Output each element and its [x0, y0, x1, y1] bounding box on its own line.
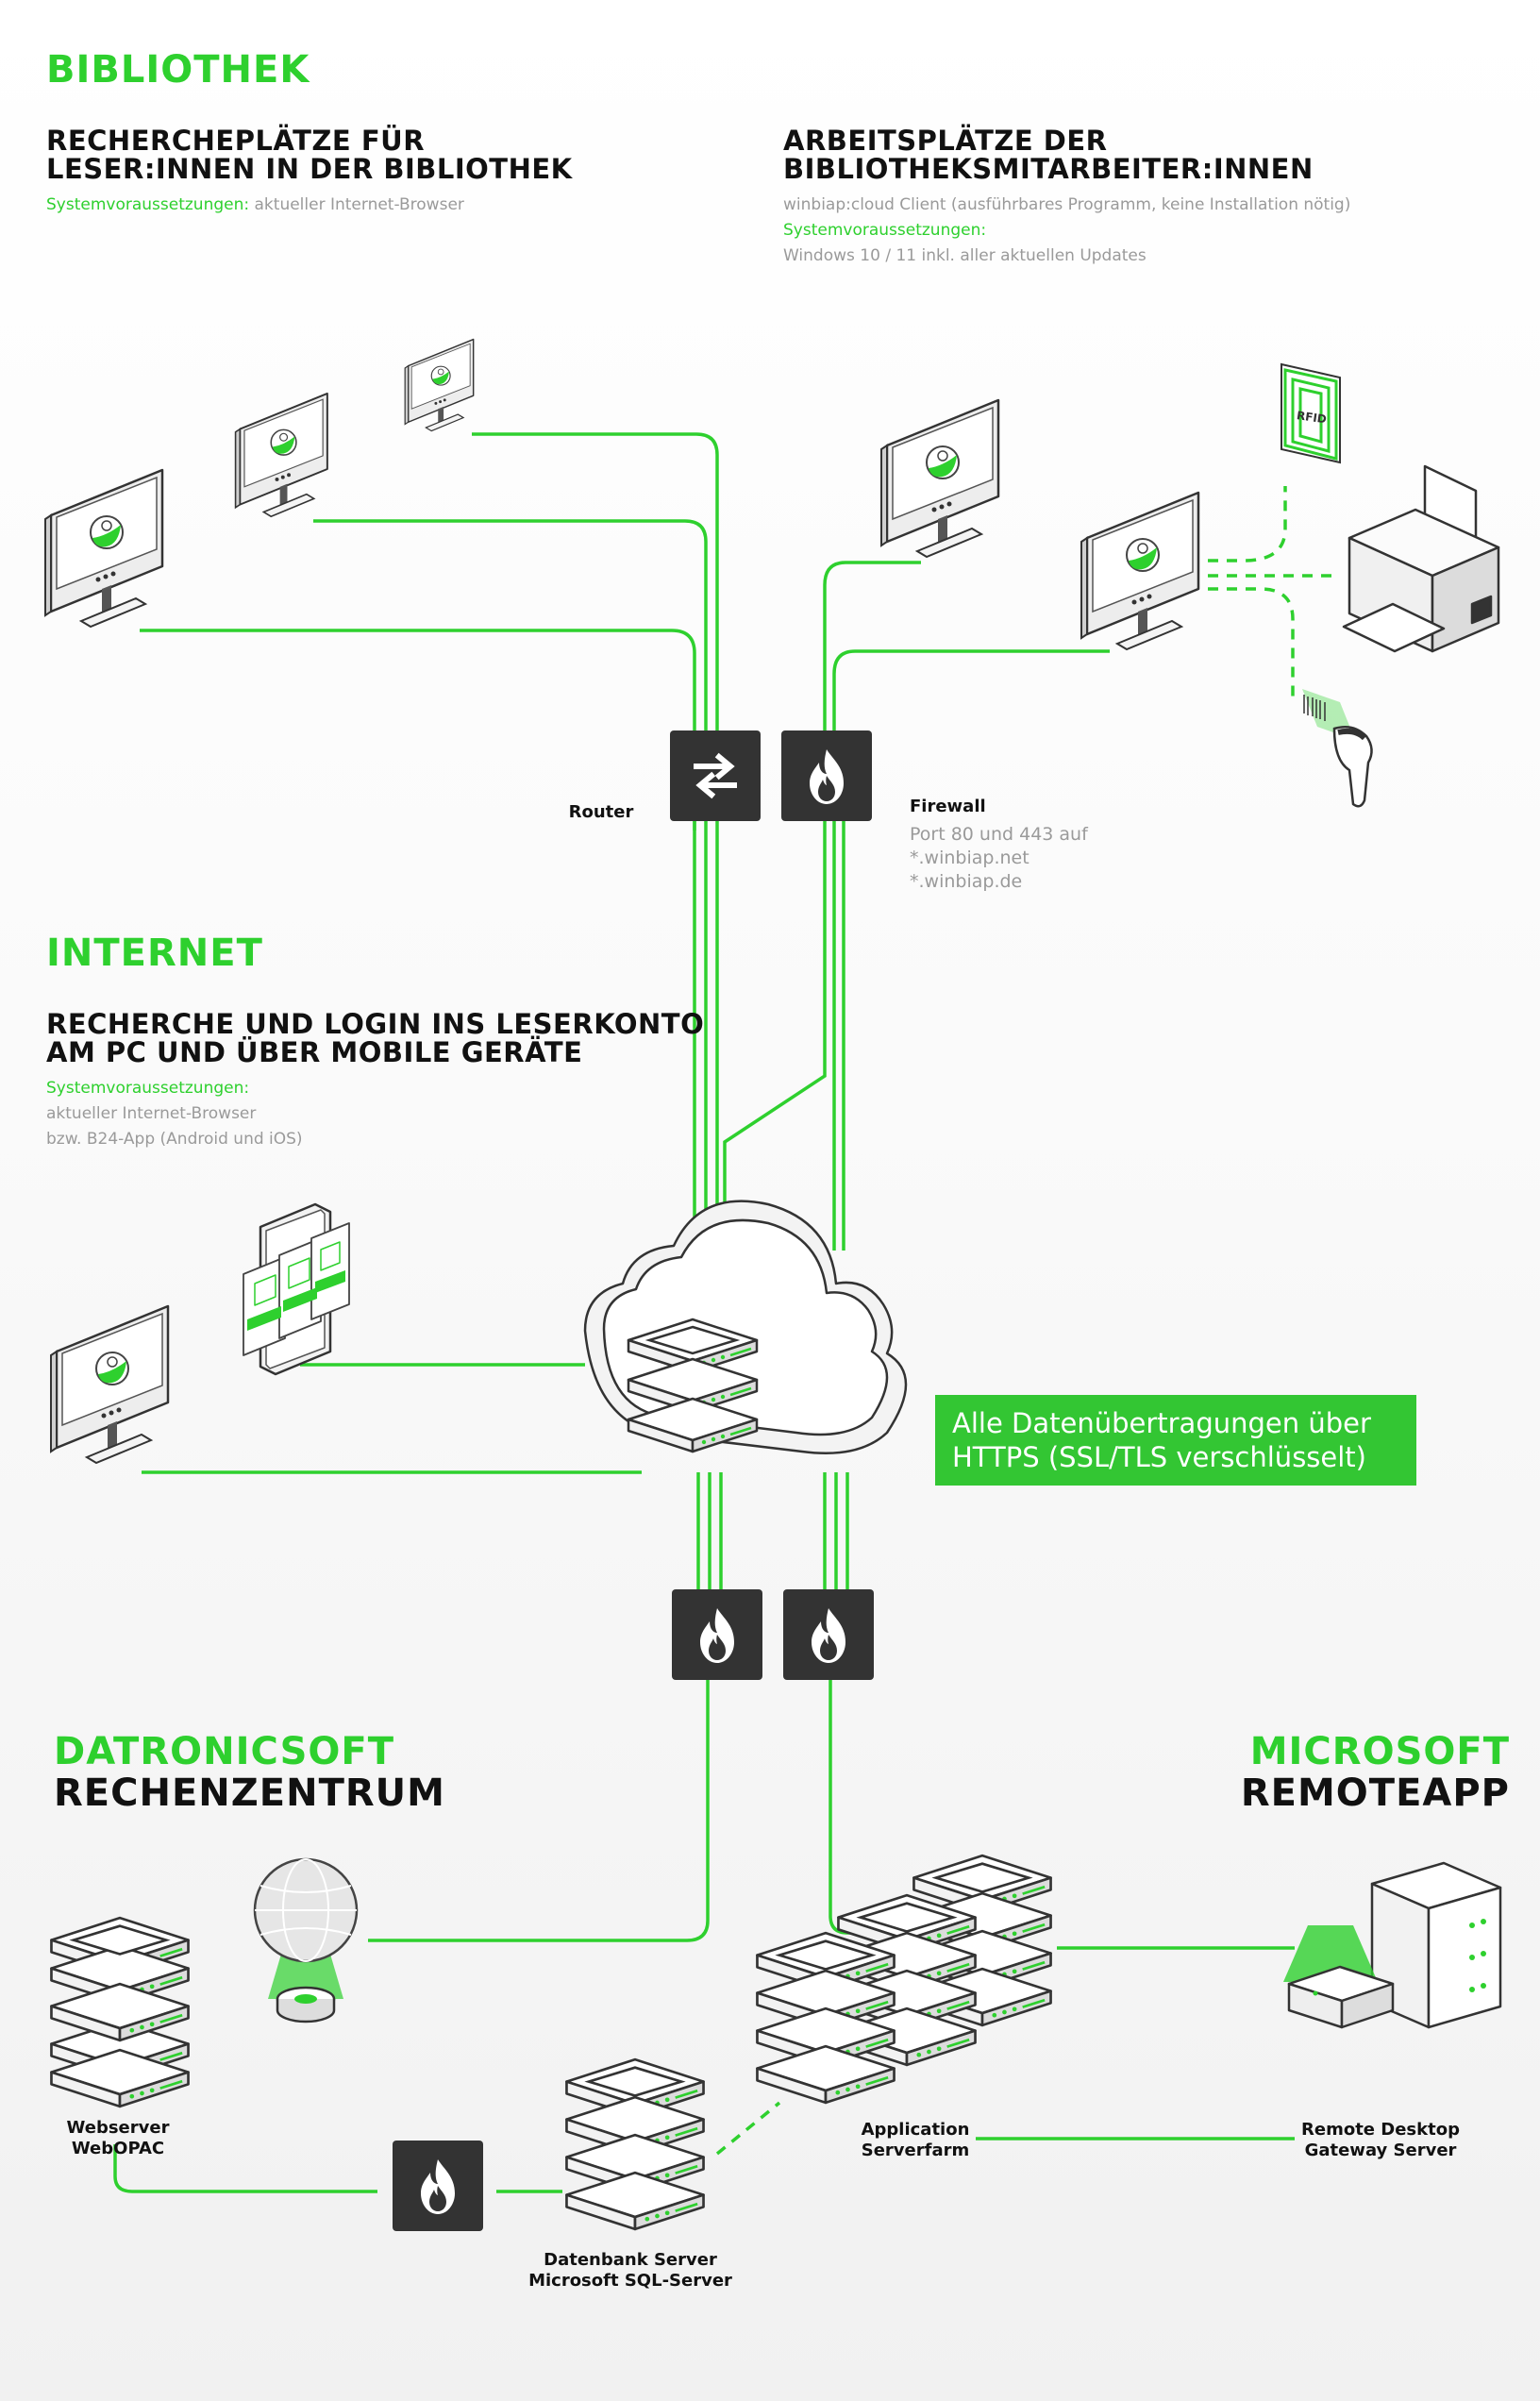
remoteapp-title-line1: MICROSOFT — [1249, 1730, 1510, 1773]
rfid-tag-icon — [1281, 362, 1341, 464]
internet-heading-line1: RECHERCHE UND LOGIN INS LESERKONTO — [46, 1008, 705, 1040]
remoteapp-title-line2: REMOTEAPP — [1240, 1771, 1510, 1815]
router-label: Router — [568, 802, 634, 822]
library-staff-heading: ARBEITSPLÄTZE DER BIBLIOTHEKSMITARBEITER… — [783, 126, 1500, 183]
internet-heading-line2: AM PC UND ÜBER MOBILE GERÄTE — [46, 1036, 583, 1068]
firewall-icon-library — [781, 730, 872, 821]
smartphone-icon — [243, 1202, 350, 1376]
library-monitor-large — [43, 468, 164, 629]
library-public-requirements: Systemvoraussetzungen: aktueller Interne… — [46, 193, 707, 218]
datacenter-title-line2: RECHENZENTRUM — [54, 1771, 445, 1815]
datacenter-title-line1: DATRONICSOFT — [54, 1730, 395, 1773]
library-public-heading: RECHERCHEPLÄTZE FÜR LESER:INNEN IN DER B… — [46, 126, 707, 183]
printer-icon — [1342, 464, 1500, 653]
peripheral-dashed-lines — [715, 486, 1332, 2156]
library-staff-client: winbiap:cloud Client (ausführbares Progr… — [783, 195, 1351, 214]
internet-req-line2: bzw. B24-App (Android und iOS) — [46, 1130, 303, 1149]
globe-icon — [253, 1857, 359, 2023]
application-serverfarm — [756, 1854, 1052, 2105]
library-monitor-medium — [234, 392, 328, 518]
firewall-icon-database — [393, 2141, 483, 2231]
firewall-details: Port 80 und 443 auf *.winbiap.net *.winb… — [910, 823, 1193, 894]
firewall-icon-datacenter — [672, 1589, 762, 1680]
staff-monitor-1 — [879, 398, 1000, 559]
gateway-label-line1: Remote Desktop — [1301, 2120, 1460, 2140]
serverfarm-label-line1: Application — [861, 2120, 970, 2140]
library-public-heading-line1: RECHERCHEPLÄTZE FÜR — [46, 125, 426, 157]
internet-heading: RECHERCHE UND LOGIN INS LESERKONTO AM PC… — [46, 1010, 763, 1066]
gateway-label-line2: Gateway Server — [1304, 2141, 1457, 2160]
database-label-line1: Datenbank Server — [544, 2250, 717, 2270]
firewall-icon-remoteapp — [783, 1589, 874, 1680]
datacenter-title: DATRONICSOFT RECHENZENTRUM — [54, 1731, 445, 1814]
internet-requirements: Systemvoraussetzungen: aktueller Interne… — [46, 1076, 707, 1152]
rfid-label: RFID — [1296, 409, 1328, 426]
internet-req-line1: aktueller Internet-Browser — [46, 1104, 257, 1123]
library-staff-req-label: Systemvoraussetzungen: — [783, 221, 987, 240]
library-monitor-small — [404, 338, 475, 432]
firewall-detail-line1: Port 80 und 443 auf — [910, 824, 1088, 845]
gateway-server-label: Remote Desktop Gateway Server — [1291, 2120, 1470, 2161]
serverfarm-label-line2: Serverfarm — [861, 2141, 970, 2160]
bibliothek-title: BIBLIOTHEK — [46, 48, 310, 92]
connection-lines — [113, 432, 1295, 2193]
library-staff-heading-line1: ARBEITSPLÄTZE DER — [783, 125, 1108, 157]
barcode-scanner-icon — [1302, 689, 1373, 808]
router-icon — [670, 730, 761, 821]
library-staff-requirements: winbiap:cloud Client (ausführbares Progr… — [783, 193, 1500, 269]
database-label-line2: Microsoft SQL-Server — [528, 2271, 732, 2291]
https-highlight-line2: HTTPS (SSL/TLS verschlüsselt) — [952, 1441, 1366, 1473]
https-highlight-line1: Alle Datenübertragungen über — [952, 1407, 1371, 1439]
firewall-detail-line2: *.winbiap.net — [910, 848, 1029, 868]
internet-title: INTERNET — [46, 932, 263, 975]
serverfarm-label: Application Serverfarm — [830, 2120, 1000, 2161]
firewall-detail-line3: *.winbiap.de — [910, 871, 1023, 892]
library-public-req-value: aktueller Internet-Browser — [249, 195, 464, 214]
library-staff-heading-line2: BIBLIOTHEKSMITARBEITER:INNEN — [783, 153, 1314, 185]
library-public-heading-line2: LESER:INNEN IN DER BIBLIOTHEK — [46, 153, 573, 185]
remoteapp-title: MICROSOFT REMOTEAPP — [1241, 1731, 1510, 1814]
library-public-req-label: Systemvoraussetzungen: — [46, 195, 250, 214]
https-highlight-box: Alle Datenübertragungen über HTTPS (SSL/… — [935, 1395, 1416, 1486]
library-staff-req-value: Windows 10 / 11 inkl. aller aktuellen Up… — [783, 246, 1147, 265]
internet-req-label: Systemvoraussetzungen: — [46, 1079, 250, 1098]
internet-monitor — [49, 1304, 170, 1465]
webserver-label: Webserver WebOPAC — [66, 2118, 170, 2158]
staff-monitor-2 — [1080, 491, 1200, 651]
gateway-server-icon — [1283, 1861, 1502, 2029]
database-server-label: Datenbank Server Microsoft SQL-Server — [517, 2250, 744, 2292]
firewall-label: Firewall — [910, 797, 986, 816]
database-server-unit-4 — [565, 2171, 705, 2231]
